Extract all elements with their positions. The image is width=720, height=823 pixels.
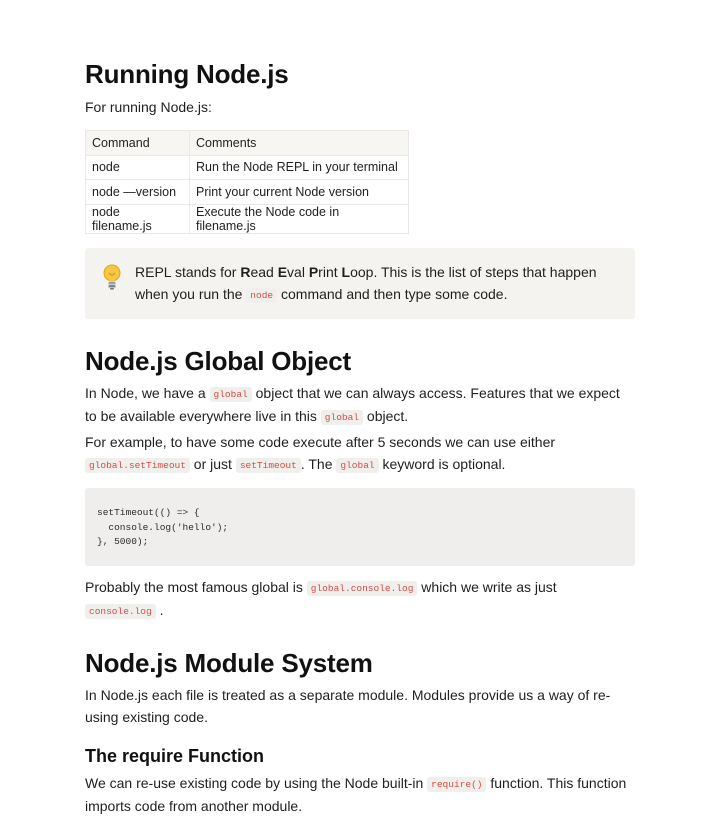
table-row: node —version Print your current Node ve… (85, 179, 409, 205)
callout-bold-letter: R (240, 264, 251, 280)
inline-code: require() (427, 777, 487, 792)
callout-text-part: rint (318, 264, 342, 280)
callout-bold-letter: E (277, 264, 288, 280)
inline-code: global (336, 457, 379, 473)
commands-table: Command Comments node Run the Node REPL … (85, 130, 409, 234)
heading-global-object: Node.js Global Object (85, 346, 351, 376)
callout-bold-letter: L (341, 264, 351, 280)
table-cell-command: node filename.js (85, 203, 190, 234)
table-header-cell: Comments (189, 130, 409, 156)
callout-text-part: command and then type some code. (277, 286, 508, 302)
table-header-row: Command Comments (85, 130, 409, 156)
callout-bold-letter: P (308, 264, 319, 280)
table-header-cell: Command (85, 130, 190, 156)
callout-text-part: REPL stands for (135, 264, 241, 280)
inline-code: global.setTimeout (85, 457, 190, 473)
global-paragraph-1: In Node, we have a global object that we… (85, 385, 620, 425)
heading-module-system: Node.js Module System (85, 648, 373, 678)
table-cell-command: node (85, 154, 190, 180)
callout-text-part: oop (350, 264, 374, 280)
inline-code: global (320, 409, 364, 425)
callout-text: REPL stands for Read Eval Print Loop. Th… (135, 261, 620, 307)
callout-text-part: val (287, 264, 309, 280)
table-cell-comment: Run the Node REPL in your terminal (189, 154, 409, 180)
inline-code: global.console.log (306, 581, 418, 596)
lightbulb-icon (101, 263, 123, 293)
table-cell-command: node —version (85, 179, 190, 205)
table-row: node filename.js Execute the Node code i… (85, 203, 409, 234)
heading-running-nodejs: Running Node.js (85, 59, 289, 89)
inline-code: global (209, 387, 252, 402)
heading-require-function: The require Function (85, 746, 265, 766)
callout-text-part: ead (250, 264, 278, 280)
inline-code: console.log (85, 603, 156, 619)
repl-callout: REPL stands for Read Eval Print Loop. Th… (85, 248, 635, 319)
intro-paragraph: For running Node.js: (85, 99, 212, 115)
table-row: node Run the Node REPL in your terminal (85, 154, 409, 180)
inline-code: setTimeout (235, 457, 301, 473)
global-paragraph-2: For example, to have some code execute a… (85, 434, 556, 473)
table-cell-comment: Execute the Node code in filename.js (189, 203, 409, 234)
callout-text-part: . This is the list of steps that happen … (135, 264, 597, 302)
inline-code: node (246, 288, 278, 303)
table-cell-comment: Print your current Node version (189, 179, 409, 205)
global-paragraph-3: Probably the most famous global is globa… (85, 579, 557, 619)
require-paragraph: We can re-use existing code by using the… (85, 775, 627, 814)
code-block-content: setTimeout(() => { console.log('hello');… (97, 507, 229, 547)
code-block: setTimeout(() => { console.log('hello');… (85, 488, 635, 566)
module-paragraph: In Node.js each file is treated as a sep… (85, 687, 611, 725)
